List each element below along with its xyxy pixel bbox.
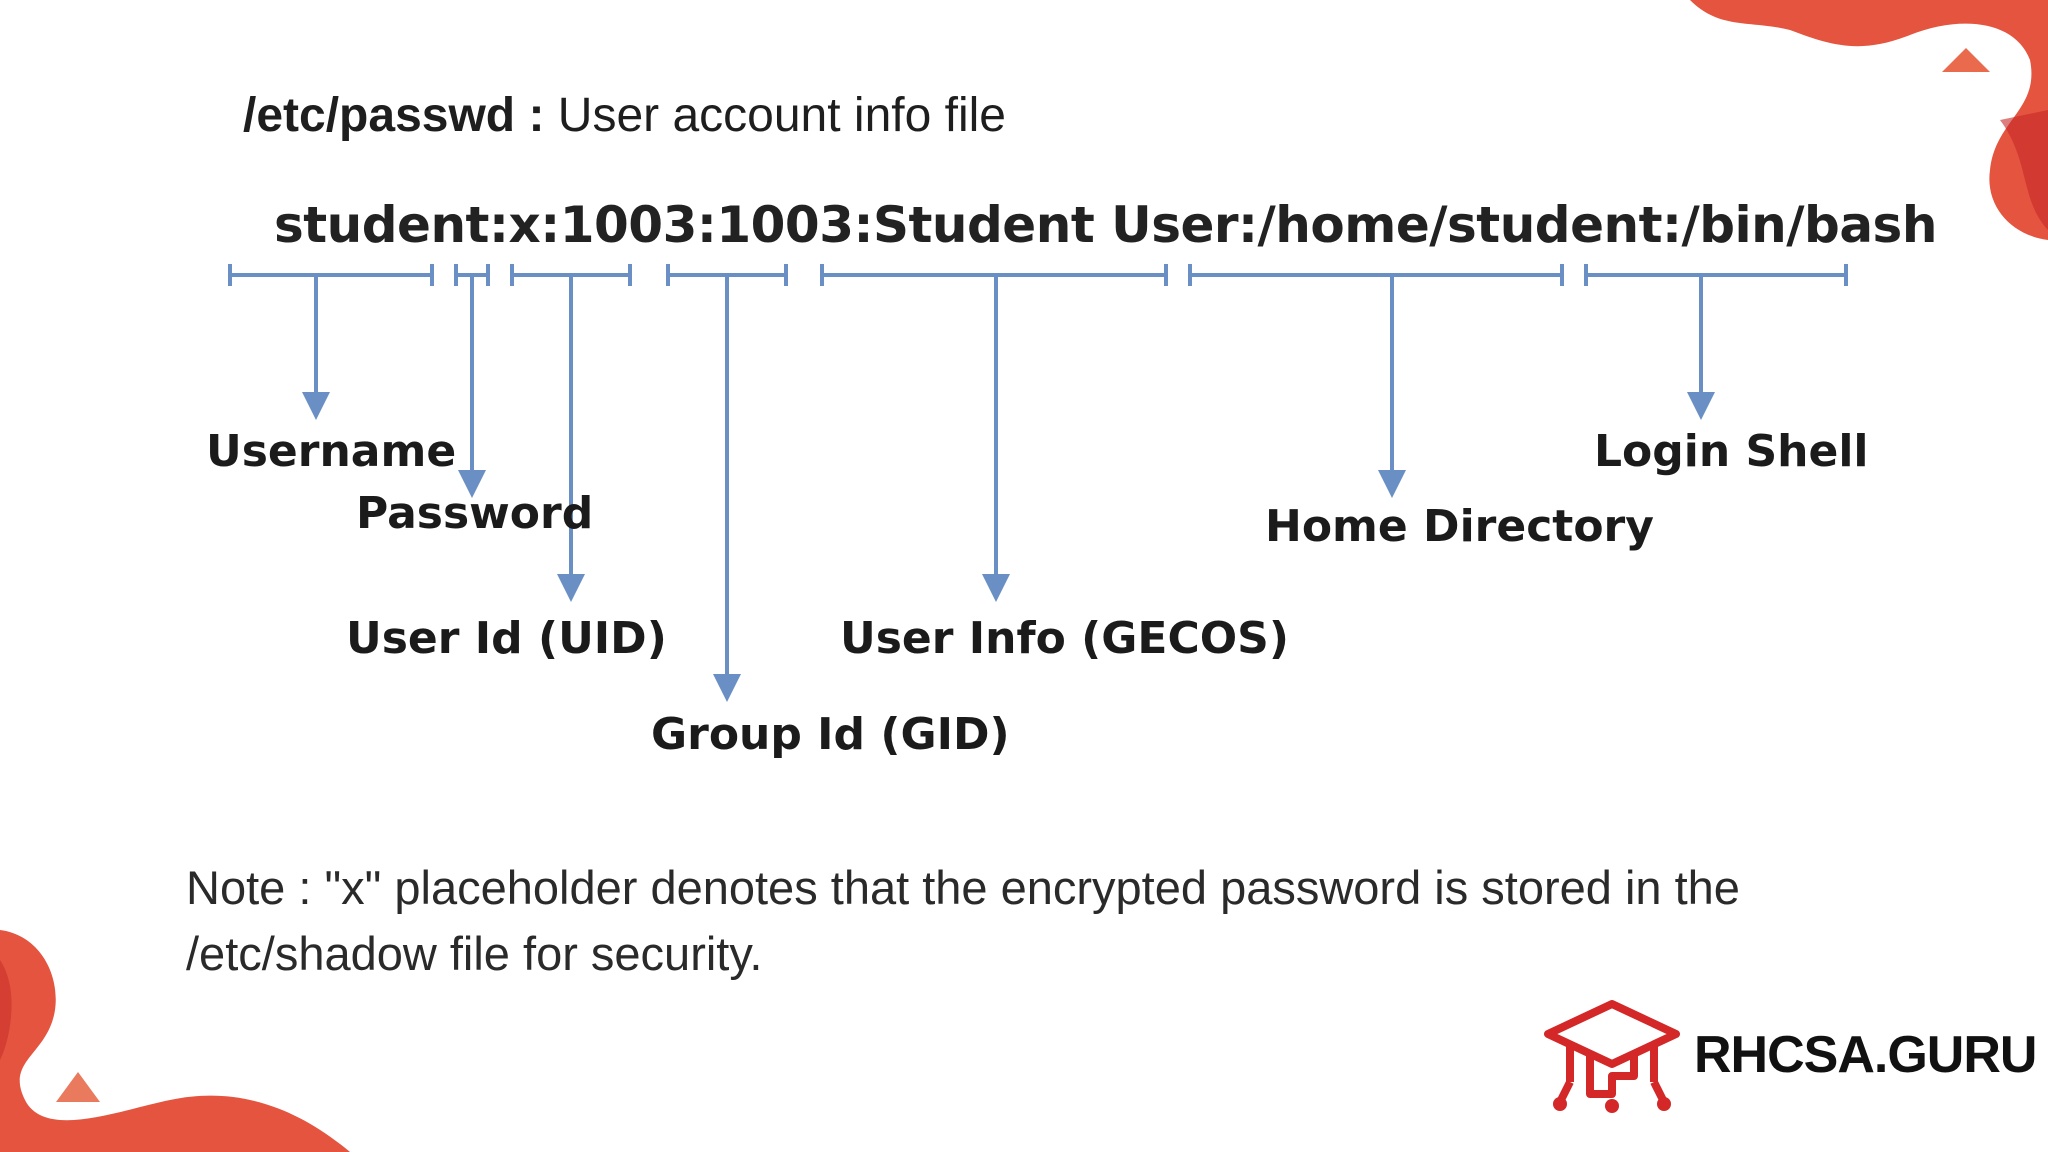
arrowhead-username (302, 392, 330, 420)
triangle-top-icon (1942, 48, 1990, 72)
arrowhead-password (458, 470, 486, 498)
title-path: /etc/passwd : (243, 89, 545, 142)
arrowhead-uid (557, 574, 585, 602)
bracket-shell (1584, 264, 1848, 286)
label-home: Home Directory (1265, 501, 1654, 552)
label-shell: Login Shell (1594, 426, 1869, 477)
arrowhead-home (1378, 470, 1406, 498)
top-right-blob (1690, 0, 2048, 240)
bracket-username (228, 264, 434, 286)
page-title: /etc/passwd : User account info file (243, 88, 1006, 143)
bottom-left-blob (0, 930, 350, 1152)
passwd-entry: student:x:1003:1003:Student User:/home/s… (274, 196, 1937, 254)
arrowhead-gecos (982, 574, 1010, 602)
arrowhead-gid (713, 674, 741, 702)
label-gid: Group Id (GID) (651, 709, 1010, 760)
bracket-home (1188, 264, 1564, 286)
label-gecos: User Info (GECOS) (840, 613, 1289, 664)
triangle-bottom-icon (56, 1072, 100, 1102)
security-note: Note : "x" placeholder denotes that the … (186, 861, 1740, 980)
label-password: Password (356, 488, 594, 539)
label-username: Username (206, 426, 457, 477)
brand-name: RHCSA.GURU (1694, 1026, 2037, 1084)
title-description: User account info file (544, 89, 1006, 142)
arrowhead-shell (1687, 392, 1715, 420)
brand-logo-icon (1544, 1000, 1680, 1113)
label-uid: User Id (UID) (346, 613, 667, 664)
